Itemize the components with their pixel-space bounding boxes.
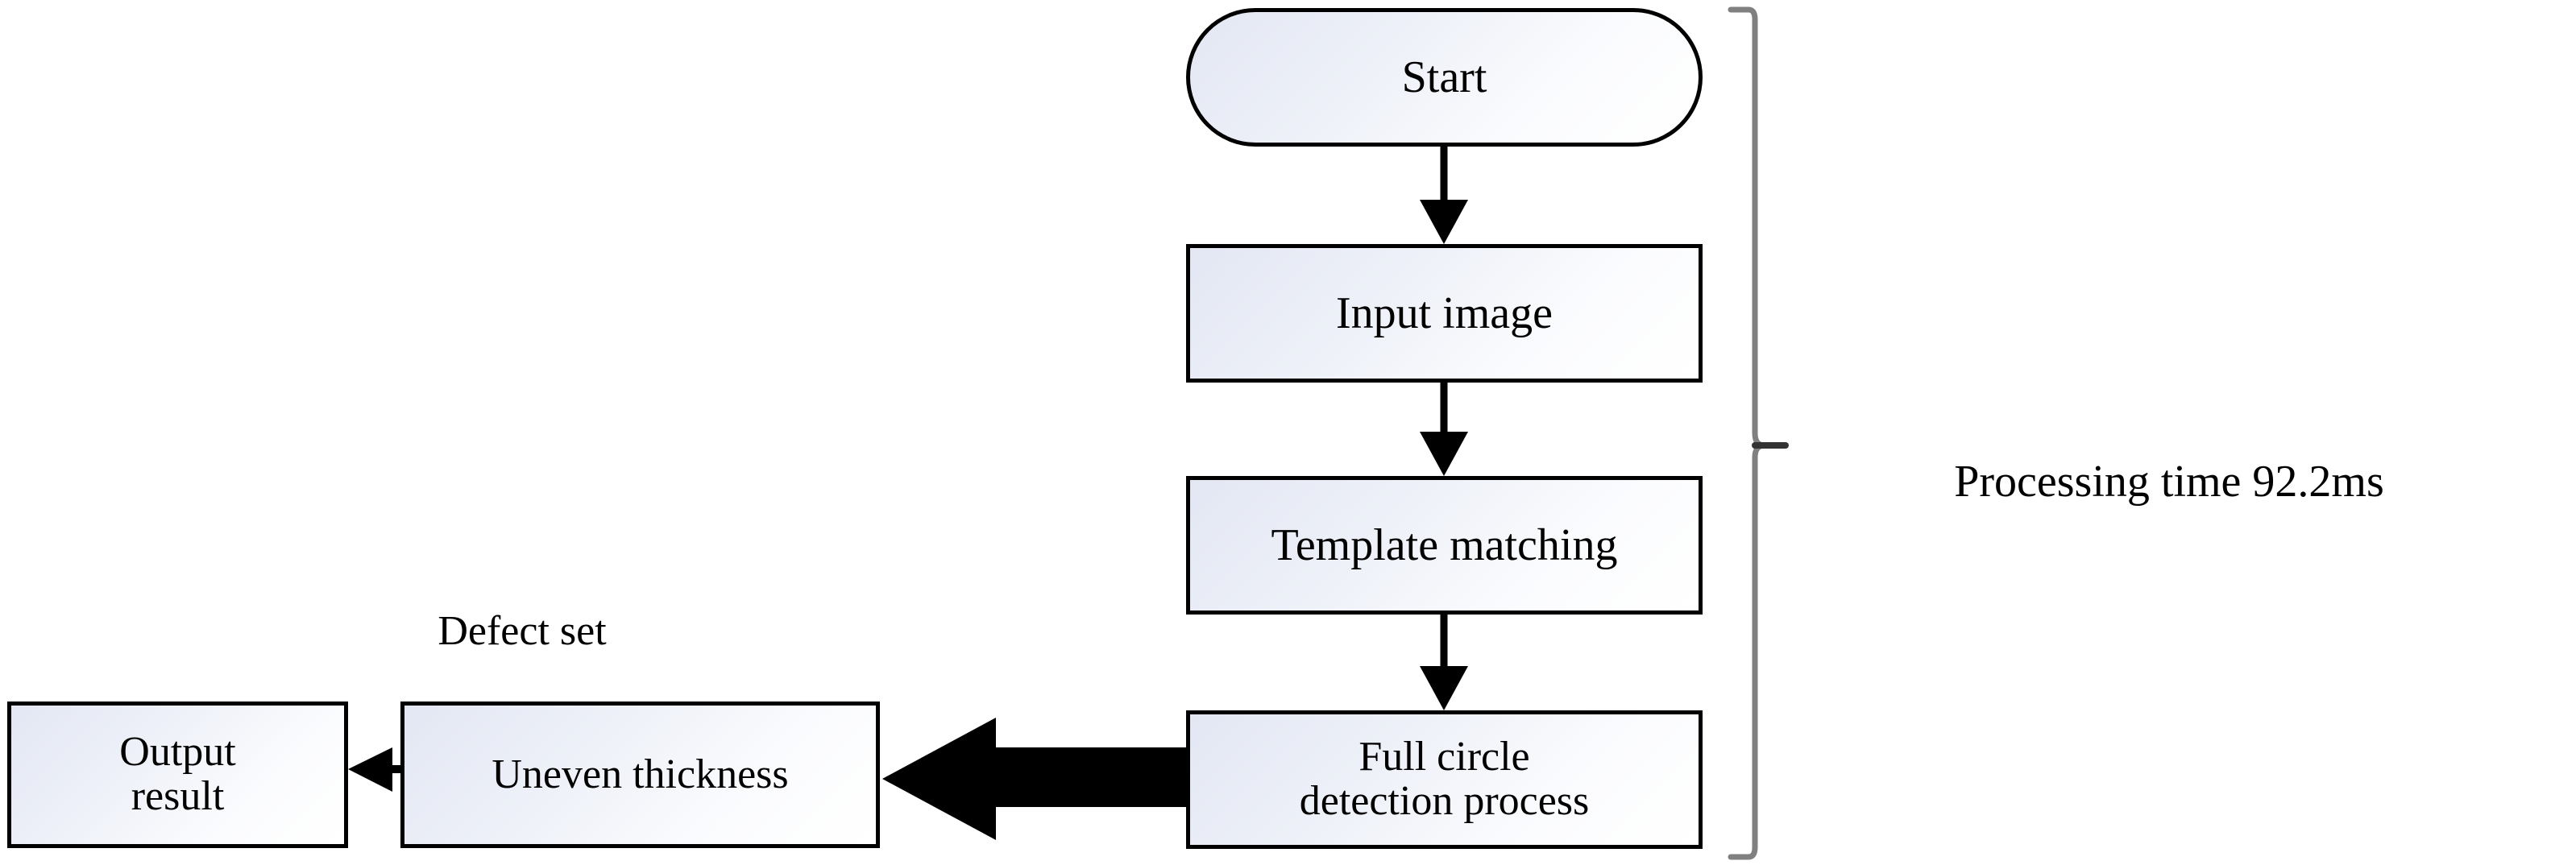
annotation-processing-time: Processing time 92.2ms xyxy=(1954,458,2384,506)
node-start-label: Start xyxy=(1401,52,1487,102)
node-input-image[interactable]: Input image xyxy=(1186,244,1703,383)
annotation-defect-set-text: Defect set xyxy=(438,608,607,654)
node-uneven-thickness-label: Uneven thickness xyxy=(492,751,789,797)
processing-time-brace xyxy=(1728,6,1789,860)
connector-start-to-input xyxy=(1420,147,1468,244)
node-template-matching-label: Template matching xyxy=(1271,519,1618,570)
node-output-result-label: Output result xyxy=(119,729,236,819)
connector-uneven-to-output xyxy=(348,747,403,792)
annotation-defect-set: Defect set xyxy=(438,608,607,654)
connector-input-to-template xyxy=(1420,383,1468,476)
annotation-processing-time-text: Processing time 92.2ms xyxy=(1954,457,2384,507)
node-template-matching[interactable]: Template matching xyxy=(1186,476,1703,615)
node-full-circle-detection[interactable]: Full circle detection process xyxy=(1186,710,1703,849)
connector-template-to-fullcircle xyxy=(1420,615,1468,710)
node-full-circle-detection-label: Full circle detection process xyxy=(1299,734,1590,824)
node-input-image-label: Input image xyxy=(1335,288,1553,338)
node-output-result[interactable]: Output result xyxy=(7,702,348,848)
node-uneven-thickness[interactable]: Uneven thickness xyxy=(400,702,880,848)
node-start[interactable]: Start xyxy=(1186,8,1703,147)
connector-fullcircle-to-uneven xyxy=(882,718,1186,840)
